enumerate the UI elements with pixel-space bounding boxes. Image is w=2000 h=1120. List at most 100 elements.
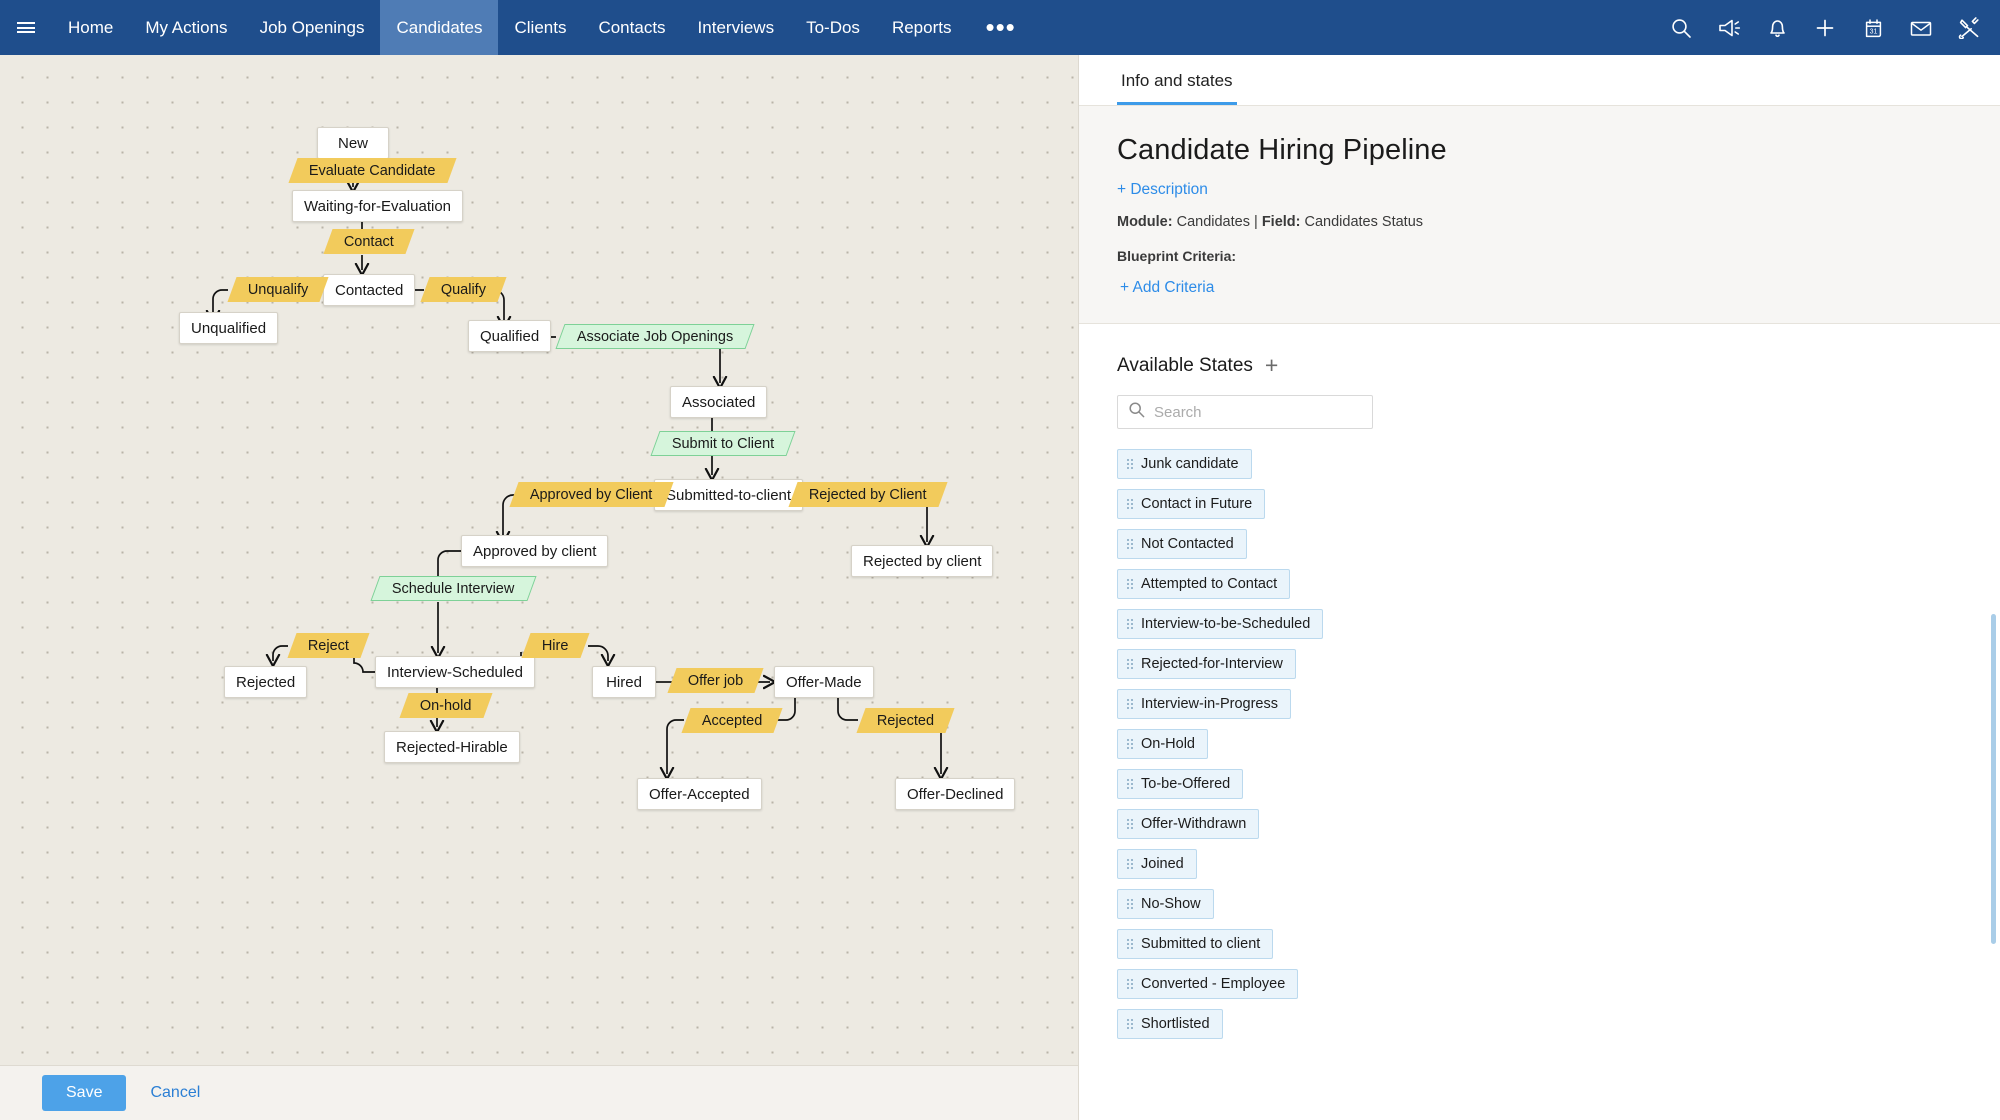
plus-icon[interactable] <box>1808 11 1842 45</box>
tab-info-and-states[interactable]: Info and states <box>1117 71 1237 105</box>
state-node-new[interactable]: New <box>317 127 389 159</box>
nav-item-candidates[interactable]: Candidates <box>380 0 499 55</box>
add-description-link[interactable]: + Description <box>1117 181 1208 198</box>
drag-handle-icon[interactable] <box>1127 739 1133 749</box>
transition-submitclient[interactable]: Submit to Client <box>650 431 796 456</box>
transition-hire[interactable]: Hire <box>521 633 590 658</box>
state-chip-label: Interview-to-be-Scheduled <box>1141 616 1311 632</box>
drag-handle-icon[interactable] <box>1127 979 1133 989</box>
search-input[interactable] <box>1154 403 1362 421</box>
transition-associatejo[interactable]: Associate Job Openings <box>555 324 755 349</box>
state-node-rejectedbyclient[interactable]: Rejected by client <box>851 545 994 577</box>
drag-handle-icon[interactable] <box>1127 859 1133 869</box>
state-node-intsched[interactable]: Interview-Scheduled <box>375 656 535 688</box>
drag-handle-icon[interactable] <box>1127 699 1133 709</box>
transition-approvedby[interactable]: Approved by Client <box>509 482 674 507</box>
transition-label: Associate Job Openings <box>577 328 734 345</box>
transition-unqualify[interactable]: Unqualify <box>227 277 330 302</box>
state-node-rejhirable[interactable]: Rejected-Hirable <box>384 731 520 763</box>
drag-handle-icon[interactable] <box>1127 579 1133 589</box>
state-node-qualified[interactable]: Qualified <box>468 320 552 352</box>
nav-item-home[interactable]: Home <box>68 17 114 37</box>
state-node-submitted[interactable]: Submitted-to-client <box>654 479 804 511</box>
state-node-contacted[interactable]: Contacted <box>323 274 416 306</box>
drag-handle-icon[interactable] <box>1127 659 1133 669</box>
state-chip[interactable]: Offer-Withdrawn <box>1117 809 1260 839</box>
state-chip[interactable]: Contact in Future <box>1117 489 1266 519</box>
transition-label: Rejected <box>877 712 935 729</box>
calendar-icon[interactable]: 31 <box>1856 11 1890 45</box>
transition-offerjob[interactable]: Offer job <box>667 668 764 693</box>
drag-handle-icon[interactable] <box>1127 539 1133 549</box>
drag-handle-icon[interactable] <box>1127 499 1133 509</box>
nav-item-interviews[interactable]: Interviews <box>697 17 775 37</box>
state-node-offermade[interactable]: Offer-Made <box>774 666 874 698</box>
nav-overflow-icon[interactable]: ••• <box>985 12 1016 42</box>
tools-icon[interactable] <box>1952 11 1986 45</box>
drag-handle-icon[interactable] <box>1127 899 1133 909</box>
state-chip[interactable]: No-Show <box>1117 889 1214 919</box>
state-node-waiting[interactable]: Waiting-for-Evaluation <box>292 190 464 222</box>
cancel-button[interactable]: Cancel <box>150 1084 201 1101</box>
state-node-unqualified[interactable]: Unqualified <box>179 312 279 344</box>
nav-item-clients[interactable]: Clients <box>514 17 567 37</box>
state-chip[interactable]: Joined <box>1117 849 1197 879</box>
transition-label: Offer job <box>688 672 744 689</box>
save-button[interactable]: Save <box>42 1075 127 1111</box>
module-field-meta: Module: Candidates | Field: Candidates S… <box>1117 214 1962 230</box>
state-chip[interactable]: Attempted to Contact <box>1117 569 1291 599</box>
transition-contact[interactable]: Contact <box>323 229 415 254</box>
state-node-associated[interactable]: Associated <box>670 386 768 418</box>
state-node-offerdeclined[interactable]: Offer-Declined <box>895 778 1016 810</box>
state-chip[interactable]: To-be-Offered <box>1117 769 1244 799</box>
state-chip[interactable]: Interview-to-be-Scheduled <box>1117 609 1324 639</box>
add-criteria-link[interactable]: + Add Criteria <box>1120 279 1215 296</box>
nav-item-my-actions[interactable]: My Actions <box>145 17 228 37</box>
transition-label: Qualify <box>441 281 487 298</box>
state-chip-label: Junk candidate <box>1141 456 1239 472</box>
available-states-title: Available States <box>1117 354 1253 376</box>
transition-rejectedby[interactable]: Rejected by Client <box>788 482 948 507</box>
search-icon[interactable] <box>1664 11 1698 45</box>
nav-item-to-dos[interactable]: To-Dos <box>806 17 860 37</box>
state-chip[interactable]: Rejected-for-Interview <box>1117 649 1296 679</box>
state-chip[interactable]: Junk candidate <box>1117 449 1252 479</box>
state-chip[interactable]: On-Hold <box>1117 729 1208 759</box>
state-node-rejected[interactable]: Rejected <box>224 666 308 698</box>
transition-accepted[interactable]: Accepted <box>681 708 784 733</box>
states-scrollbar[interactable] <box>1991 614 1996 944</box>
state-node-offeraccepted[interactable]: Offer-Accepted <box>637 778 762 810</box>
state-chip[interactable]: Not Contacted <box>1117 529 1247 559</box>
drag-handle-icon[interactable] <box>1127 1019 1133 1029</box>
hamburger-menu-icon[interactable] <box>0 0 52 55</box>
state-chip[interactable]: Shortlisted <box>1117 1009 1223 1039</box>
transition-evaluate[interactable]: Evaluate Candidate <box>288 158 457 183</box>
transition-rejectedtr[interactable]: Rejected <box>856 708 955 733</box>
transition-schedint[interactable]: Schedule Interview <box>370 576 537 601</box>
state-node-hired[interactable]: Hired <box>592 666 656 698</box>
nav-item-reports[interactable]: Reports <box>891 17 952 37</box>
state-node-approved[interactable]: Approved by client <box>461 535 609 567</box>
transition-reject[interactable]: Reject <box>287 633 370 658</box>
transition-onhold[interactable]: On-hold <box>399 693 493 718</box>
add-state-plus-icon[interactable]: + <box>1264 352 1279 378</box>
states-search-box[interactable] <box>1117 395 1373 429</box>
state-chip-label: Interview-in-Progress <box>1141 696 1278 712</box>
megaphone-icon[interactable] <box>1712 11 1746 45</box>
state-chip[interactable]: Submitted to client <box>1117 929 1274 959</box>
drag-handle-icon[interactable] <box>1127 619 1133 629</box>
drag-handle-icon[interactable] <box>1127 779 1133 789</box>
drag-handle-icon[interactable] <box>1127 939 1133 949</box>
envelope-icon[interactable] <box>1904 11 1938 45</box>
state-chip[interactable]: Converted - Employee <box>1117 969 1299 999</box>
transition-label: Hire <box>542 637 569 654</box>
transition-qualify[interactable]: Qualify <box>420 277 507 302</box>
nav-item-contacts[interactable]: Contacts <box>598 17 666 37</box>
drag-handle-icon[interactable] <box>1127 459 1133 469</box>
nav-item-job-openings[interactable]: Job Openings <box>259 17 365 37</box>
drag-handle-icon[interactable] <box>1127 819 1133 829</box>
state-chip[interactable]: Interview-in-Progress <box>1117 689 1291 719</box>
field-value: Candidates Status <box>1304 214 1424 230</box>
bell-icon[interactable] <box>1760 11 1794 45</box>
